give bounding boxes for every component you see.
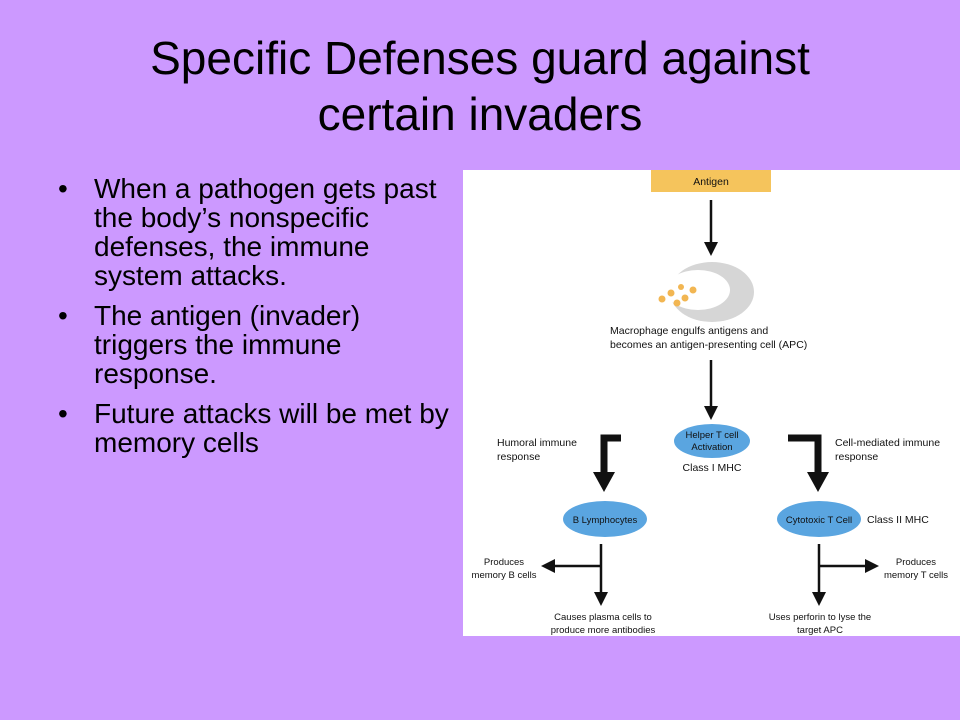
bullet-dot-icon: • [58,398,68,429]
bullet-item: •The antigen (invader) triggers the immu… [58,300,361,389]
memory-t-label-2: memory T cells [884,570,948,581]
arrowhead-icon [704,242,718,256]
antigen-dot-icon [689,286,697,294]
arrowhead-icon [812,592,826,606]
cytotoxic-label: Cytotoxic T Cell [786,515,852,526]
class2-mhc-label: Class II MHC [867,514,929,526]
bullet-item: •When a pathogen gets past the body’s no… [58,173,437,291]
arrowhead-icon [594,592,608,606]
arrowhead-icon [807,472,829,492]
memory-t-label-1: Produces [896,557,936,568]
bullet-item: •Future attacks will be met by memory ce… [58,398,449,458]
class1-mhc-label: Class I MHC [683,462,742,474]
perforin-label-1: Uses perforin to lyse the [769,612,871,623]
antigen-label: Antigen [693,176,729,188]
diagram-canvas: Antigen Macrophage engulfs antigens and … [472,170,948,636]
antigen-box [651,170,771,192]
cellmed-label-1: Cell-mediated immune [835,437,940,449]
cytotoxic-t-cell [777,501,861,537]
antigen-dot-icon [681,294,689,302]
bullet-list: •When a pathogen gets past the body’s no… [58,174,458,468]
plasma-label-2: produce more antibodies [551,625,656,636]
helper-label-2: Activation [691,442,732,453]
b-lymphocytes-cell [563,501,647,537]
macrophage-inner [666,270,730,310]
plasma-label-1: Causes plasma cells to [554,612,652,623]
arrowhead-icon [704,406,718,420]
macrophage-label-1: Macrophage engulfs antigens and [610,325,768,337]
humoral-label-1: Humoral immune [497,437,577,449]
antigen-dot-icon [658,295,666,303]
title-line-2: certain invaders [317,88,643,140]
arrowhead-icon [541,559,555,573]
b-lymph-label: B Lymphocytes [573,515,638,526]
helper-label-1: Helper T cell [686,430,739,441]
bullet-dot-icon: • [58,173,68,204]
macrophage-label-2: becomes an antigen-presenting cell (APC) [610,339,807,351]
perforin-label-2: target APC [797,625,843,636]
memory-b-label-2: memory B cells [472,570,537,581]
antigen-dot-icon [678,284,684,290]
slide-title: Specific Defenses guard against certain … [0,30,960,142]
arrowhead-icon [865,559,879,573]
humoral-label-2: response [497,451,540,463]
bullet-dot-icon: • [58,300,68,331]
antigen-dot-icon [673,299,681,307]
arrowhead-icon [593,472,615,492]
bent-arrow-left [600,434,621,476]
cellmed-label-2: response [835,451,878,463]
antigen-dot-icon [667,289,675,297]
helper-t-cell [674,424,750,458]
memory-b-label-1: Produces [484,557,524,568]
bent-arrow-right [788,434,822,476]
title-line-1: Specific Defenses guard against [150,32,810,84]
immune-response-diagram: Antigen Macrophage engulfs antigens and … [463,170,960,636]
